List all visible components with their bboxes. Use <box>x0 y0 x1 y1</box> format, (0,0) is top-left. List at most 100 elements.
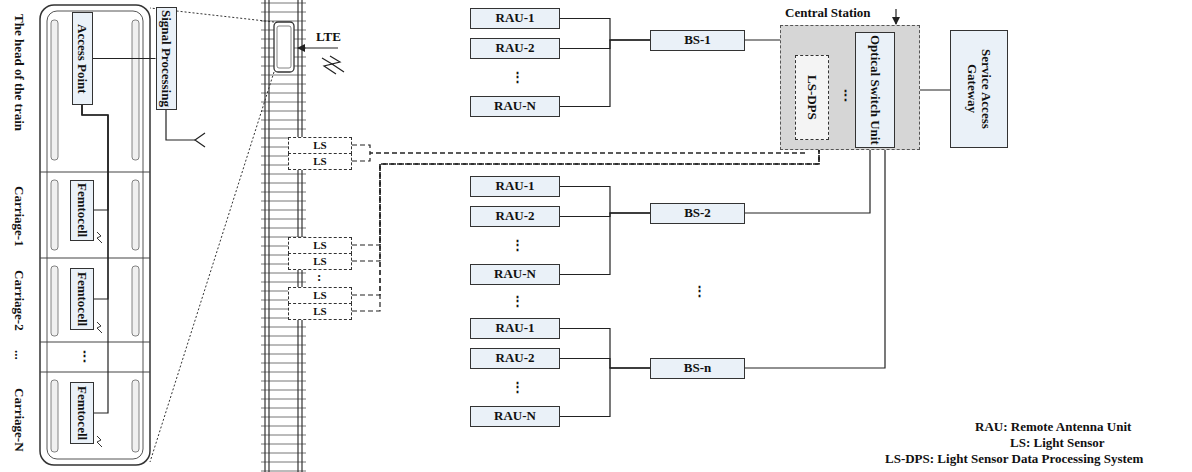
carriage-label: Carriage-N <box>12 388 26 452</box>
ellipsis: ⋮ <box>511 238 524 252</box>
track-tie <box>261 75 306 76</box>
box-label: RAU-N <box>494 409 536 423</box>
track-tie <box>261 417 306 418</box>
box-label: LS <box>313 255 326 267</box>
base-station-box: BS-n <box>650 358 745 379</box>
connector-line <box>82 105 108 413</box>
sensor-link <box>352 140 805 153</box>
lightning-symbol <box>97 232 102 243</box>
lightning-symbol <box>322 58 336 74</box>
region-heading: Central Station <box>785 6 871 20</box>
sensor-link <box>352 140 819 245</box>
ellipsis: ⋮ <box>693 284 706 298</box>
track-tie <box>261 228 306 229</box>
rau-box: RAU-2 <box>470 348 560 369</box>
signal-processing-box: Signal Processing <box>156 7 177 110</box>
track-tie <box>261 363 306 364</box>
connector-line <box>560 213 650 275</box>
connector-line <box>560 40 650 107</box>
box-label: RAU-2 <box>496 209 535 223</box>
box-label: RAU-1 <box>496 179 535 193</box>
track-tie <box>261 102 306 103</box>
box-label: LS-DPS <box>805 75 819 120</box>
pointer-arrow <box>895 9 896 24</box>
connector-line <box>560 359 650 369</box>
box-label: Signal Processing <box>159 10 173 107</box>
track-tie <box>261 381 306 382</box>
rau-box: RAU-2 <box>470 38 560 59</box>
track-tie <box>261 273 306 274</box>
sensor-link <box>352 140 819 311</box>
track-tie <box>261 183 306 184</box>
track-tie <box>261 462 306 463</box>
lightning-symbol <box>330 56 344 72</box>
train-on-track <box>274 22 294 72</box>
carriage-separator <box>40 257 150 258</box>
rau-box: RAU-2 <box>470 206 560 227</box>
lightning-symbol <box>97 436 102 447</box>
track-tie <box>261 210 306 211</box>
track-tie <box>261 201 306 202</box>
connector-line <box>93 58 156 59</box>
light-sensor-box: LS <box>288 253 352 270</box>
lte-arrow <box>298 48 338 49</box>
ellipsis: ⋮ <box>511 294 524 308</box>
box-label: RAU-N <box>494 99 536 113</box>
track-tie <box>261 426 306 427</box>
box-label: RAU-2 <box>496 351 535 365</box>
base-station-box: BS-1 <box>650 30 745 51</box>
femtocell-box: Femtocell <box>70 382 94 444</box>
box-label: Femtocell <box>75 183 89 237</box>
track-tie <box>261 345 306 346</box>
rau-box: RAU-1 <box>470 176 560 197</box>
box-label: BS-2 <box>684 206 711 220</box>
box-label: LS <box>313 305 326 317</box>
light-sensor-box: LS <box>288 137 352 154</box>
box-label: RAU-N <box>494 267 536 281</box>
track-tie <box>261 444 306 445</box>
track-tie <box>261 471 306 472</box>
window-strip <box>51 180 58 250</box>
track-tie <box>261 129 306 130</box>
connector-line <box>560 368 650 417</box>
ellipsis: ⋮ <box>839 88 852 102</box>
box-label: RAU-1 <box>496 321 535 335</box>
window-strip <box>132 20 139 160</box>
carriage-label: The head of the train <box>12 14 26 131</box>
optical-switch-box: Optical Switch Unit <box>855 32 895 148</box>
carriage-separator <box>40 371 150 372</box>
track-tie <box>261 354 306 355</box>
box-label: BS-1 <box>684 33 711 47</box>
carriage-label: Carriage-1 <box>12 186 26 247</box>
light-sensor-box: LS <box>288 287 352 304</box>
rail-line <box>268 0 269 472</box>
window-strip <box>51 380 58 452</box>
rau-box: RAU-1 <box>470 318 560 339</box>
train-on-track-inner <box>277 26 291 68</box>
connector-line <box>560 40 650 49</box>
box-label: LS <box>313 239 326 251</box>
rau-box: RAU-N <box>470 96 560 117</box>
rau-box: RAU-1 <box>470 8 560 29</box>
box-label: Optical Switch Unit <box>868 35 882 145</box>
box-label: BS-n <box>684 361 711 375</box>
antenna-symbol <box>195 133 205 147</box>
access-point-box: Access Point <box>72 12 93 105</box>
ellipsis: ⋮ <box>511 380 524 394</box>
legend-note: RAU: Remote Antenna Unit <box>975 420 1131 434</box>
train-windows <box>51 20 139 452</box>
femtocell-box: Femtocell <box>70 268 94 330</box>
lightning-symbol <box>97 322 102 333</box>
carriage-separators <box>40 172 150 372</box>
sensor-link <box>352 140 805 161</box>
track-tie <box>261 435 306 436</box>
window-strip <box>132 180 139 250</box>
carriage-label: Carriage-2 <box>12 270 26 331</box>
box-label: Service Access Gateway <box>965 34 994 144</box>
connector-line <box>560 19 650 41</box>
track-tie <box>261 120 306 121</box>
ellipsis: ⋮ <box>78 349 91 363</box>
gateway-box: Service Access Gateway <box>950 30 1008 148</box>
link-label: LTE <box>316 30 341 44</box>
